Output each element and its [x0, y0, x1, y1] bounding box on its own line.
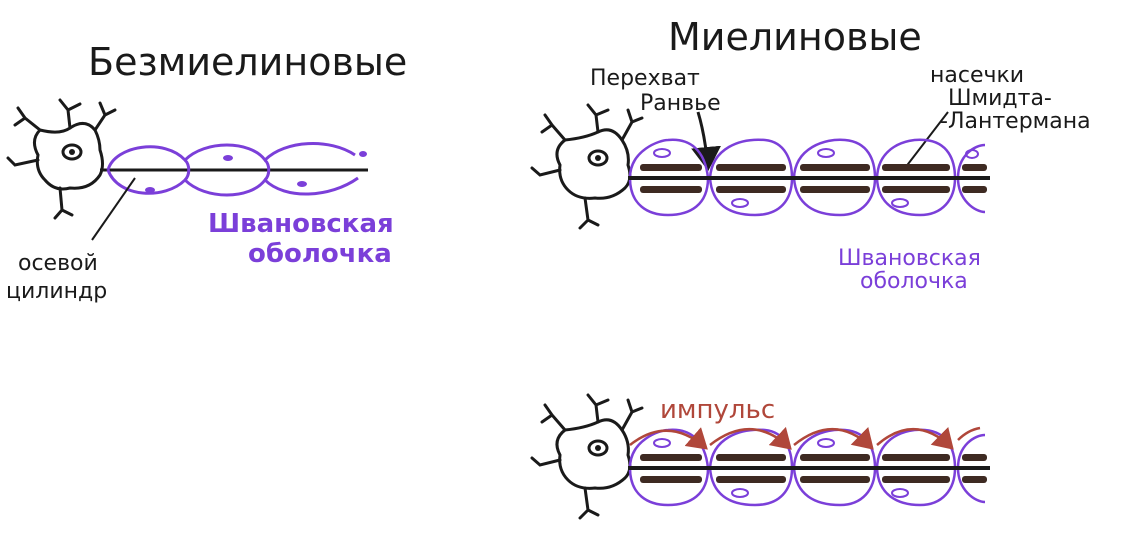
- myelin-layers-right: [640, 164, 987, 193]
- unmyelinated-title: Безмиелиновые: [88, 40, 407, 84]
- saltatory-conduction: импульс: [530, 393, 990, 520]
- incisures-label-line3: -Лантермана: [940, 109, 1091, 134]
- ranvier-label-line1: Перехват: [590, 66, 700, 91]
- axon-label-pointer: [91, 177, 136, 241]
- impulse-label: импульс: [660, 395, 775, 425]
- incisures-label-line1: насечки: [930, 63, 1024, 88]
- unmyelinated-fiber: Безмиелиновые осевой цилиндр Шва: [6, 40, 407, 304]
- myelinated-title: Миелиновые: [668, 15, 922, 59]
- neuron-cell-body-left: [6, 98, 117, 220]
- neuron-cell-body-bottom: [530, 393, 644, 520]
- ranvier-arrow: [691, 111, 722, 171]
- axon-label-line1: осевой: [18, 251, 98, 276]
- myelinated-fiber: Миелиновые Перехват Ранвье насечки Шмидт…: [530, 15, 1091, 294]
- axon-label-line2: цилиндр: [6, 279, 107, 304]
- nucleus-right: [587, 149, 609, 167]
- nucleus-left: [61, 143, 83, 161]
- schwann-label-right-line2: оболочка: [860, 269, 968, 294]
- myelin-layers-bottom: [640, 454, 987, 483]
- nucleus-bottom: [587, 439, 609, 457]
- schwann-nuclei-bottom: [653, 438, 909, 498]
- incisures-label-line2: Шмидта-: [948, 86, 1052, 111]
- schwann-nuclei-right: [653, 148, 979, 208]
- schwann-label-left-line2: оболочка: [248, 239, 392, 269]
- schwann-label-left-line1: Швановская: [208, 209, 394, 239]
- ranvier-label-line2: Ранвье: [640, 91, 721, 116]
- schwann-label-right-line1: Швановская: [838, 246, 981, 271]
- impulse-arrows: [629, 426, 981, 450]
- neuron-cell-body-right: [530, 103, 644, 230]
- schwann-sheath-left: [106, 142, 359, 197]
